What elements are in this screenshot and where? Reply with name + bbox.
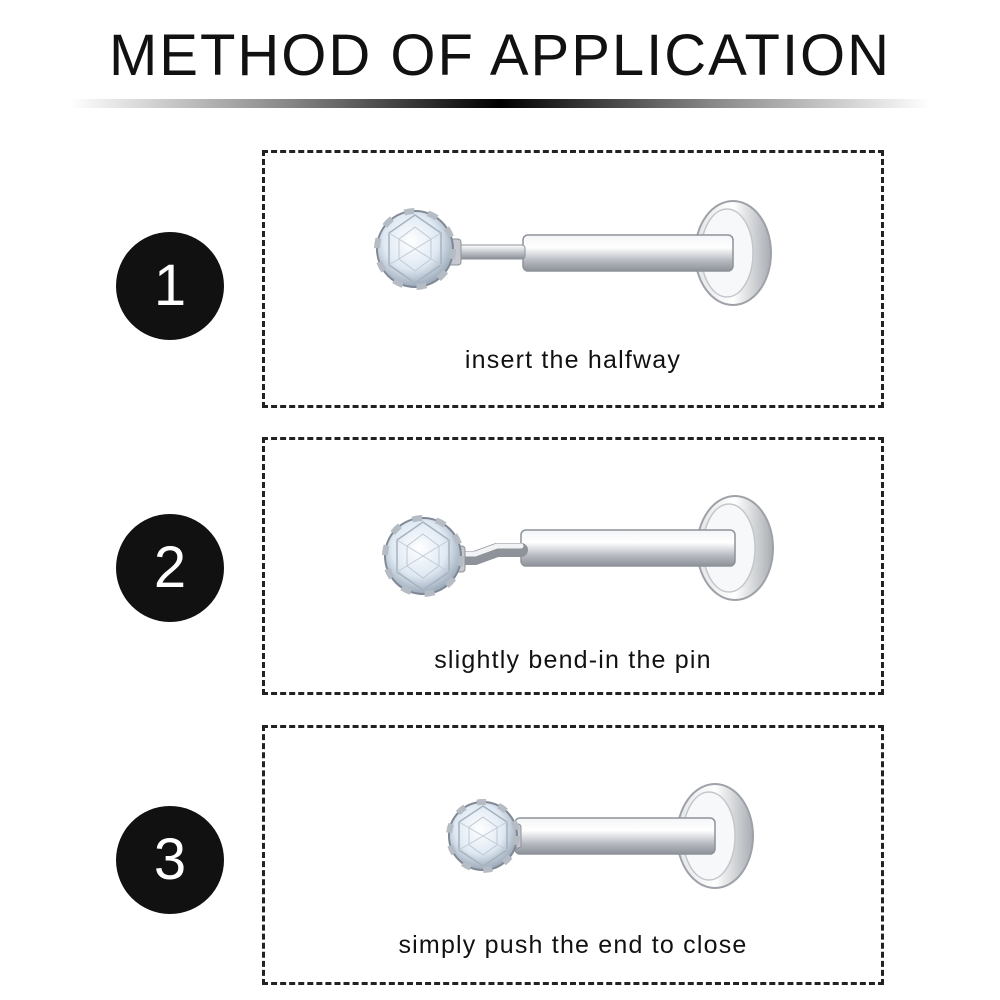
step-1-panel: insert the halfway <box>262 150 884 408</box>
page-title: METHOD OF APPLICATION <box>108 23 892 88</box>
step-2-caption: slightly bend-in the pin <box>434 646 712 674</box>
step-1-caption: insert the halfway <box>464 346 682 374</box>
step-2-panel: slightly bend-in the pin <box>262 437 884 695</box>
step-3-badge: 3 <box>116 806 224 914</box>
labret-stud-inserted-halfway-icon <box>374 200 772 306</box>
step-2-badge: 2 <box>116 514 224 622</box>
step-3-caption: simply push the end to close <box>398 931 748 959</box>
labret-stud-closed-icon <box>446 783 754 889</box>
step-1-badge: 1 <box>116 232 224 340</box>
step-3-panel: simply push the end to close <box>262 725 884 985</box>
title-divider <box>70 99 930 108</box>
labret-stud-pin-bent-icon <box>382 495 774 601</box>
